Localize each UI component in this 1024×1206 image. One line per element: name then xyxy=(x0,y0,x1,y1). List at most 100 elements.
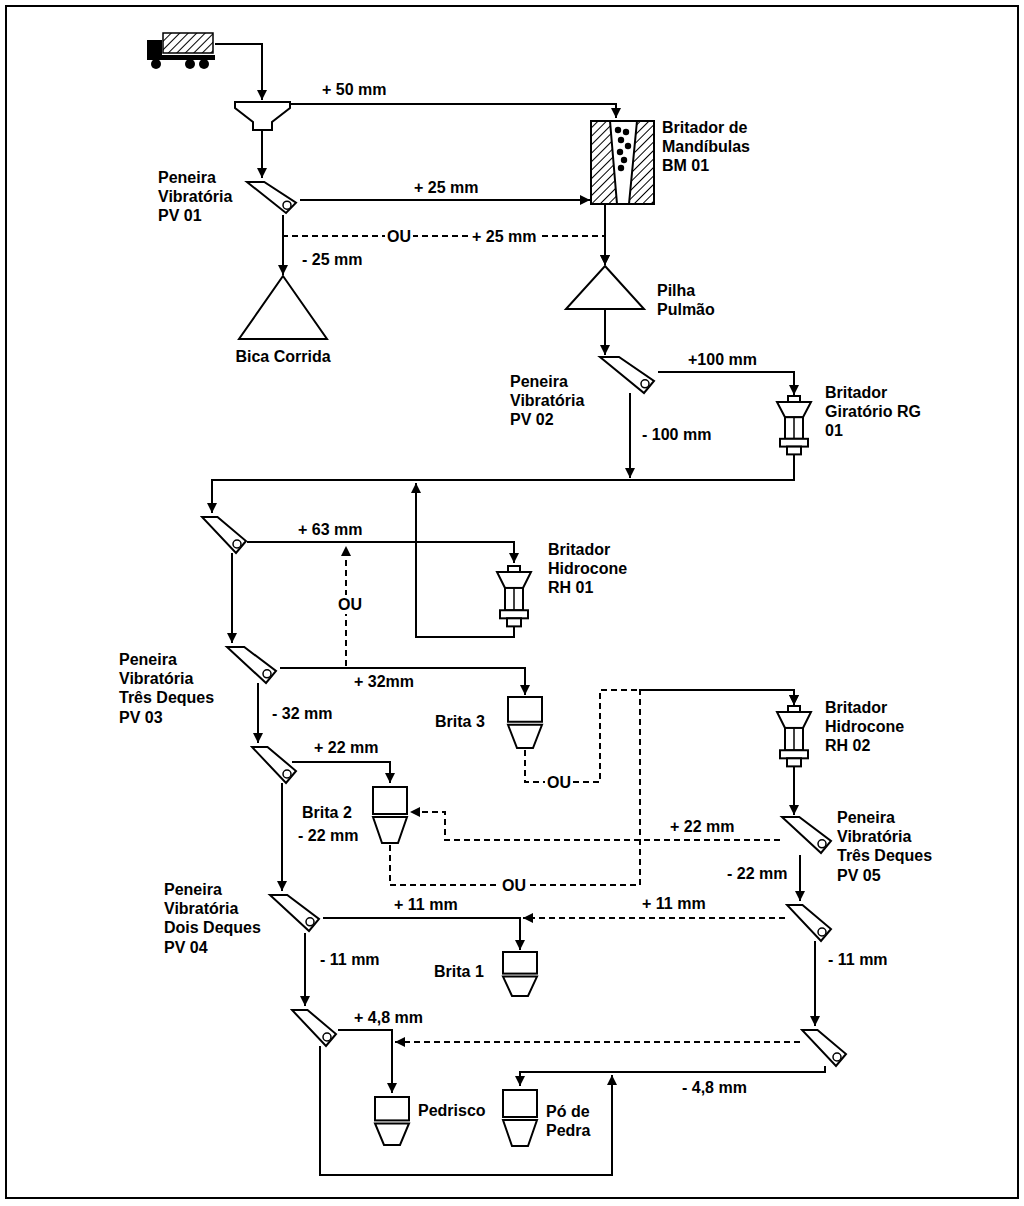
vibrating-screen: Peneira Vibratória PV 01 xyxy=(245,180,300,215)
bin-part xyxy=(373,787,407,814)
cone-part xyxy=(777,712,811,728)
cone-part xyxy=(777,402,811,417)
equipment-label: Brita 1 xyxy=(434,962,498,981)
flow-arrow xyxy=(658,372,794,395)
cone-part xyxy=(500,610,528,618)
flow-line xyxy=(247,542,514,563)
frame xyxy=(6,6,1018,1198)
size-label: - 4,8 mm xyxy=(680,1078,749,1097)
size-label: OU xyxy=(336,595,364,614)
screen-symbol xyxy=(202,517,846,1066)
equipment-symbol xyxy=(780,815,835,855)
flow-label: - 25 mm xyxy=(300,250,364,269)
equipment-label: Pó de Pedra xyxy=(546,1102,606,1140)
flow-arrow xyxy=(410,812,780,840)
flow-label: OU xyxy=(500,876,528,895)
stockpile-node: Pilha Pulmão xyxy=(565,265,645,310)
size-label: - 32 mm xyxy=(270,704,334,723)
size-label: OU xyxy=(385,227,413,246)
cone-part xyxy=(513,588,515,610)
flow-arrow xyxy=(282,215,284,275)
equipment-label: Britador Hidrocone RH 02 xyxy=(825,698,925,756)
equipment-label: Bica Corrida xyxy=(218,347,348,366)
equipment-symbol xyxy=(590,120,655,205)
scr-part xyxy=(600,357,654,393)
scr-part xyxy=(818,840,826,848)
size-label: + 50 mm xyxy=(320,80,388,99)
equipment-symbol xyxy=(372,1095,412,1147)
crusher-node: Britador de Mandíbulas BM 01 xyxy=(590,120,655,205)
equipment-label: Peneira Vibratória PV 02 xyxy=(510,372,595,430)
scr-part xyxy=(263,670,271,678)
flow-line xyxy=(215,44,262,100)
vibrating-screen: Peneira Vibratória Três Deques PV 03 xyxy=(225,645,280,685)
flow-line xyxy=(320,1046,612,1175)
jaw-part xyxy=(591,121,617,204)
crusher-node: Britador Hidrocone RH 02 xyxy=(775,705,813,767)
flow-line xyxy=(292,762,390,783)
bin-part xyxy=(375,1123,409,1145)
equipment-label: Brita 3 xyxy=(435,712,499,731)
equipment-symbol xyxy=(225,645,280,685)
equipment-symbol xyxy=(245,180,300,215)
cone-part xyxy=(785,728,803,750)
flow-line xyxy=(520,1066,825,1086)
bin-part xyxy=(503,1120,537,1146)
size-label: - 100 mm xyxy=(640,425,713,444)
cone-part xyxy=(780,750,808,758)
flow-line xyxy=(799,855,801,901)
bin-part xyxy=(508,725,542,748)
cone-part xyxy=(787,758,801,766)
equipment-label: Peneira Vibratória Dois Deques PV 04 xyxy=(164,880,266,957)
flow-arrow xyxy=(604,310,606,355)
equipment-symbol xyxy=(370,785,410,845)
scr-part xyxy=(227,647,276,683)
flow-label: +100 mm xyxy=(686,350,759,369)
cone-part xyxy=(785,417,803,439)
product-bin: Pedrisco xyxy=(372,1095,412,1147)
flow-arrow xyxy=(300,199,590,201)
cone-part xyxy=(787,447,801,455)
equipment-label: Peneira Vibratória Três Deques PV 05 xyxy=(837,808,941,885)
flow-line xyxy=(261,130,263,178)
equipment-label: Brita 2 xyxy=(302,803,366,822)
scr-part xyxy=(306,918,314,926)
stockpile-node: Bica Corrida xyxy=(238,275,328,340)
size-label: + 11 mm xyxy=(640,894,708,913)
cone-part xyxy=(497,572,531,588)
flow-line xyxy=(290,104,616,118)
scr-part xyxy=(641,380,649,388)
size-label: + 4,8 mm xyxy=(352,1008,425,1027)
equipment-symbol xyxy=(775,705,813,767)
product-bin: Pó de Pedra xyxy=(500,1088,540,1148)
cone-part xyxy=(507,618,521,626)
jaw-part xyxy=(623,129,629,135)
vibrating-screen: Peneira Vibratória Dois Deques PV 04 xyxy=(268,893,323,933)
bin-part xyxy=(503,1090,537,1117)
equipment-symbol xyxy=(500,950,540,998)
product-bin: Brita 1 xyxy=(500,950,540,998)
equipment-label: Britador de Mandíbulas BM 01 xyxy=(662,118,772,176)
feed-hopper xyxy=(235,102,290,130)
bin-part xyxy=(375,1097,409,1120)
cone-part xyxy=(793,417,795,439)
flow-line xyxy=(257,683,259,743)
equipment-label: Peneira Vibratória Três Deques PV 03 xyxy=(119,650,223,727)
flow-line xyxy=(281,783,283,891)
product-bin: Brita 3 xyxy=(505,695,545,750)
jaw-part xyxy=(591,121,654,204)
scr-part xyxy=(247,182,296,213)
flow-line xyxy=(212,44,825,1175)
size-label: + 22 mm xyxy=(312,738,380,757)
jaw-part xyxy=(617,149,623,155)
bin-part xyxy=(373,817,407,843)
truck-symbol xyxy=(147,33,215,69)
equipment-label: Britador Giratório RG 01 xyxy=(825,383,925,441)
flow-label: + 32mm xyxy=(352,672,416,691)
jaw-part xyxy=(621,157,627,163)
equipment-label: Pilha Pulmão xyxy=(657,281,737,319)
scr-part xyxy=(782,817,831,853)
jaw-part xyxy=(625,143,631,149)
flow-label: + 25 mm xyxy=(412,178,480,197)
